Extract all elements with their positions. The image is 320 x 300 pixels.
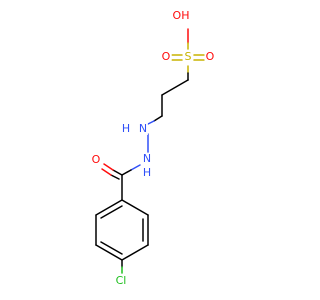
bond-c3-n-a	[153, 115, 163, 122]
bond-co-b2	[101, 168, 112, 176]
ring-bond-3	[121, 244, 149, 261]
ring-inner-3	[100, 205, 123, 219]
atom-label-h-upper: H	[120, 122, 132, 135]
atom-label-o-carbonyl: O	[90, 153, 102, 166]
ring-bond-4	[95, 244, 123, 261]
atom-label-o-sulfonyl-right: O	[204, 50, 216, 63]
bond-layer	[95, 28, 205, 274]
ring-bond-6	[95, 199, 123, 216]
bond-n-c-b	[121, 169, 132, 176]
ring-inner-2	[100, 241, 123, 255]
bond-c1-c2	[161, 79, 189, 96]
atom-label-s: S	[183, 50, 193, 63]
atom-label-h-lower: H	[141, 166, 153, 179]
bond-co-b1	[110, 174, 120, 180]
atom-label-o-sulfonyl-left: O	[160, 50, 172, 63]
bond-co-a2	[103, 163, 114, 171]
atom-label-cl: Cl	[114, 274, 128, 287]
atom-label-n-upper: N	[137, 122, 149, 135]
molecule-diagram: OH S O O H N N H O Cl	[90, 9, 216, 287]
ring-bond-1	[121, 199, 149, 216]
bond-n-c-a	[130, 164, 141, 171]
bond-co-a1	[112, 169, 123, 176]
atom-label-oh: OH	[171, 9, 191, 22]
atom-label-n-lower: N	[141, 152, 153, 165]
